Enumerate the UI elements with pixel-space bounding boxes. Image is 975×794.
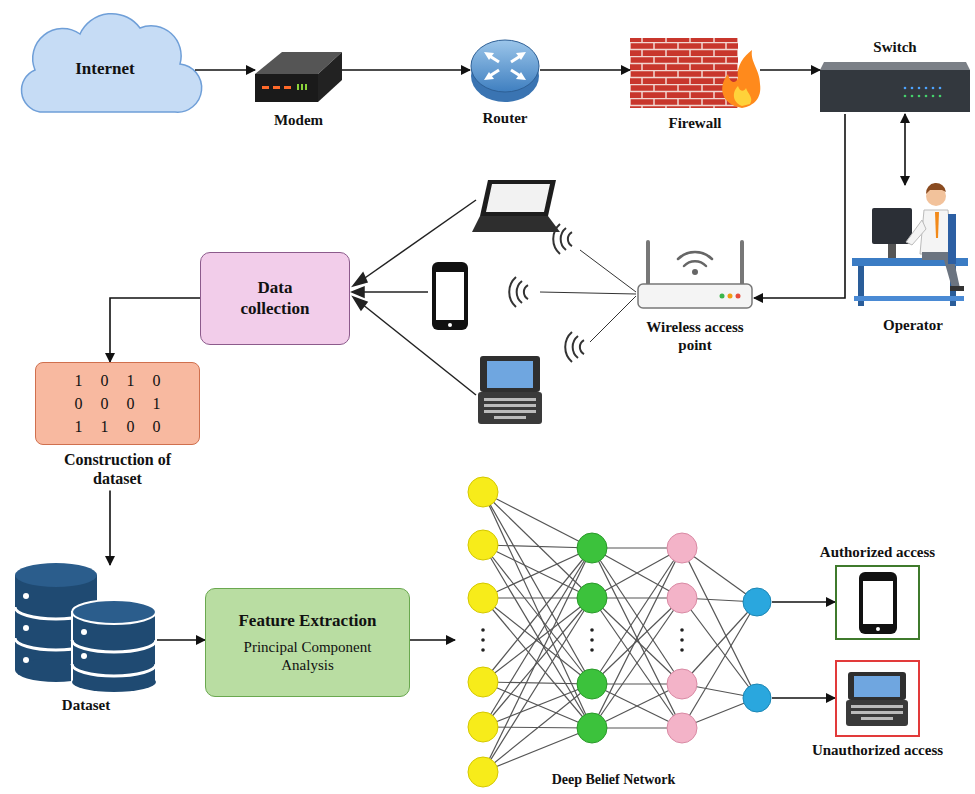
- operator-figure: [852, 183, 968, 306]
- cloud-node: Internet: [15, 10, 195, 128]
- phone-icon: [432, 262, 468, 330]
- operator-node: Operator: [858, 185, 968, 310]
- output-box: Authorized access: [835, 565, 920, 640]
- flow-arrow: [157, 639, 205, 641]
- flow-arrow: [109, 490, 111, 565]
- database-icon: [15, 563, 156, 692]
- flow-arrow: [772, 697, 835, 699]
- node-label: Construction of dataset: [43, 450, 193, 488]
- signal-lines: [509, 224, 636, 362]
- flow-arrow: [410, 639, 455, 641]
- database-node: Dataset: [15, 565, 157, 690]
- access-point-node: Wireless access point: [636, 240, 754, 312]
- authorized-phone: [859, 572, 897, 634]
- node-text: Data collection: [225, 278, 325, 319]
- flow-arrow: [110, 298, 200, 362]
- flow-arrow: [540, 69, 630, 71]
- flow-arrow: [772, 601, 835, 603]
- node-label: Operator: [883, 316, 943, 334]
- switch-node: Switch: [820, 62, 970, 114]
- handheld-icon: [478, 356, 542, 424]
- node-text: 1 1 0 0: [75, 415, 161, 438]
- node-text: Deep Belief Network: [552, 772, 676, 789]
- flow-arrow: [904, 114, 906, 185]
- output-box: Unauthorized access: [835, 660, 920, 737]
- network-graph: [468, 477, 771, 787]
- node-label: Modem: [274, 111, 323, 129]
- node-label: Dataset: [62, 696, 110, 714]
- network-node: Deep Belief Network: [455, 476, 772, 789]
- router-icon: [471, 40, 539, 102]
- wap-icon: [638, 240, 752, 308]
- dataset-matrix-box: 1 0 1 00 0 0 11 1 0 0Construction of dat…: [35, 362, 200, 445]
- node-text: 1 0 1 0: [75, 369, 161, 392]
- node-label: Unauthorized access: [812, 741, 943, 759]
- flow-arrow: [754, 114, 845, 298]
- switch-icon: [820, 62, 970, 112]
- node-label: Authorized access: [820, 543, 935, 561]
- flow-arrow: [760, 69, 820, 71]
- node-label: Firewall: [668, 114, 721, 132]
- laptop-icon: [472, 180, 560, 232]
- node-label: Switch: [873, 38, 916, 56]
- node-text: Feature Extraction: [238, 611, 376, 631]
- process-box: Data collection: [200, 252, 350, 345]
- node-text: 0 0 0 1: [75, 392, 161, 415]
- unauthorized-handheld: [846, 672, 908, 726]
- process-box: Feature ExtractionPrincipal Component An…: [205, 588, 410, 697]
- device-arrows: [352, 200, 476, 395]
- flow-arrow: [195, 69, 255, 71]
- modem-icon: [255, 52, 342, 102]
- internet-cloud: [22, 14, 202, 112]
- node-text: Internet: [75, 59, 134, 79]
- firewall-icon: [630, 38, 760, 108]
- firewall-node: Firewall: [630, 36, 760, 108]
- flow-arrow: [342, 69, 470, 71]
- modem-node: Modem: [255, 50, 342, 105]
- node-label: Router: [483, 109, 528, 127]
- node-text: Principal Component Analysis: [218, 638, 398, 674]
- router-node: Router: [470, 33, 540, 103]
- node-label: Wireless access point: [645, 318, 745, 354]
